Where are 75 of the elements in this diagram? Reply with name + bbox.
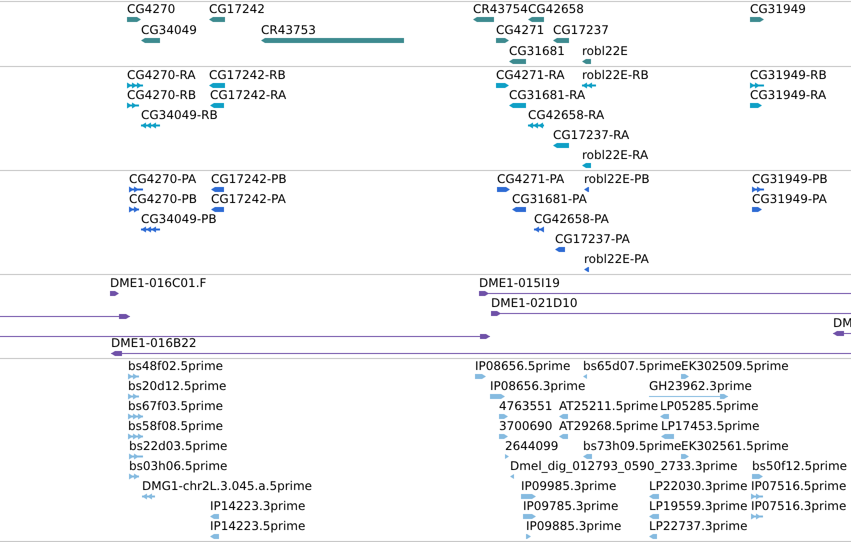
feature-label: CG17242: [209, 3, 265, 16]
feature-label: Dmel_dig_012793_0590_2733.3prime: [510, 460, 738, 473]
feature-label: bs50f12.5prime: [752, 460, 848, 473]
feature-label: LP22737.3prime: [649, 520, 748, 533]
feature-label: bs22d03.5prime: [129, 440, 228, 453]
feature-label: AT29268.5prime: [559, 420, 658, 433]
feature-label: CG31681-RA: [509, 89, 586, 102]
feature-label: DME1-016C01.F: [110, 277, 206, 290]
feature-label: DMG1-chr2L.3.045.a.5prime: [142, 480, 312, 493]
feature-label: CG42658-RA: [528, 109, 604, 122]
feature-label: CG34049-RB: [141, 109, 218, 122]
feature-label: IP08656.3prime: [490, 380, 586, 393]
feature-label: IP09885.3prime: [526, 520, 622, 533]
feature-label: CG4271-PA: [497, 173, 564, 186]
feature-label: bs58f08.5prime: [128, 420, 224, 433]
feature-label: LP05285.5prime: [660, 400, 759, 413]
feature-label: CG31681: [509, 45, 565, 58]
feature-label: bs65d07.5prime: [583, 360, 682, 373]
feature-label: IP07516.5prime: [751, 480, 846, 493]
feature-label: CG4271: [496, 24, 544, 37]
feature-label: DME1-015I19: [479, 277, 560, 290]
feature-label: DME1-021D10: [491, 297, 578, 310]
feature-label: CR43753: [261, 24, 316, 37]
feature-label: IP09785.3prime: [523, 500, 618, 513]
feature-label: LP22030.3prime: [649, 480, 748, 493]
feature-label: GH23962.3prime: [649, 380, 752, 393]
feature-label: IP08656.5prime: [475, 360, 570, 373]
feature-label: LP17453.5prime: [661, 420, 760, 433]
feature-label: bs67f03.5prime: [128, 400, 224, 413]
feature-label: CG4270: [127, 3, 176, 16]
feature-label: CG4271-RA: [496, 69, 565, 82]
feature-label: IP14223.3prime: [210, 500, 306, 513]
feature-label: CG34049-PB: [141, 213, 217, 226]
feature-label: CG4270-PA: [129, 173, 196, 186]
feature-label: DM: [833, 317, 851, 330]
feature-label: CG31949: [750, 3, 806, 16]
feature-label: CG17242-PA: [211, 193, 286, 206]
feature-label: bs20d12.5prime: [128, 380, 226, 393]
feature-label: CG17237-RA: [553, 129, 630, 142]
feature-label: CG4270-RA: [127, 69, 196, 82]
feature-label: IP09985.3prime: [521, 480, 616, 493]
feature-label: EK302509.5prime: [681, 360, 789, 373]
feature-label: CG31949-RB: [750, 69, 827, 82]
feature-label: CG4270-PB: [129, 193, 198, 206]
feature-label: CG31949-PB: [752, 173, 828, 186]
feature-label: CG34049: [141, 24, 197, 37]
feature-label: bs48f02.5prime: [128, 360, 224, 373]
feature-label: robl22E-PB: [584, 173, 650, 186]
feature-label: CG42658-PA: [534, 213, 609, 226]
feature-label: bs03h06.5prime: [129, 460, 228, 473]
feature-label: bs73h09.5prime: [583, 440, 682, 453]
feature-label: IP14223.5prime: [210, 520, 306, 533]
feature-label: 3700690: [499, 420, 552, 433]
feature-label: AT25211.5prime: [559, 400, 658, 413]
feature-label: IP07516.3prime: [751, 500, 846, 513]
feature-label: CG17237: [553, 24, 609, 37]
feature-label: robl22E: [582, 45, 628, 58]
feature-label: robl22E-RA: [582, 149, 648, 162]
feature-label: CG17242-RB: [209, 69, 286, 82]
feature-label: 4763551: [499, 400, 552, 413]
feature-label: CG31949-RA: [750, 89, 826, 102]
feature-label: CG4270-RB: [127, 89, 196, 102]
feature-label: CG17242-PB: [211, 173, 287, 186]
feature-label: 2644099: [505, 440, 558, 453]
feature-label: EK302561.5prime: [681, 440, 789, 453]
feature-label: LP19559.3prime: [649, 500, 748, 513]
feature-label: CR43754: [473, 3, 528, 16]
feature-label: CG31949-PA: [752, 193, 827, 206]
feature-label: DME1-016B22: [111, 337, 197, 350]
feature-label: robl22E-PA: [584, 253, 649, 266]
feature-label: CG17237-PA: [555, 233, 630, 246]
feature-label: CG42658: [528, 3, 584, 16]
feature-label: CG17242-RA: [210, 89, 286, 102]
feature-label: robl22E-RB: [582, 69, 649, 82]
feature-label: CG31681-PA: [512, 193, 587, 206]
